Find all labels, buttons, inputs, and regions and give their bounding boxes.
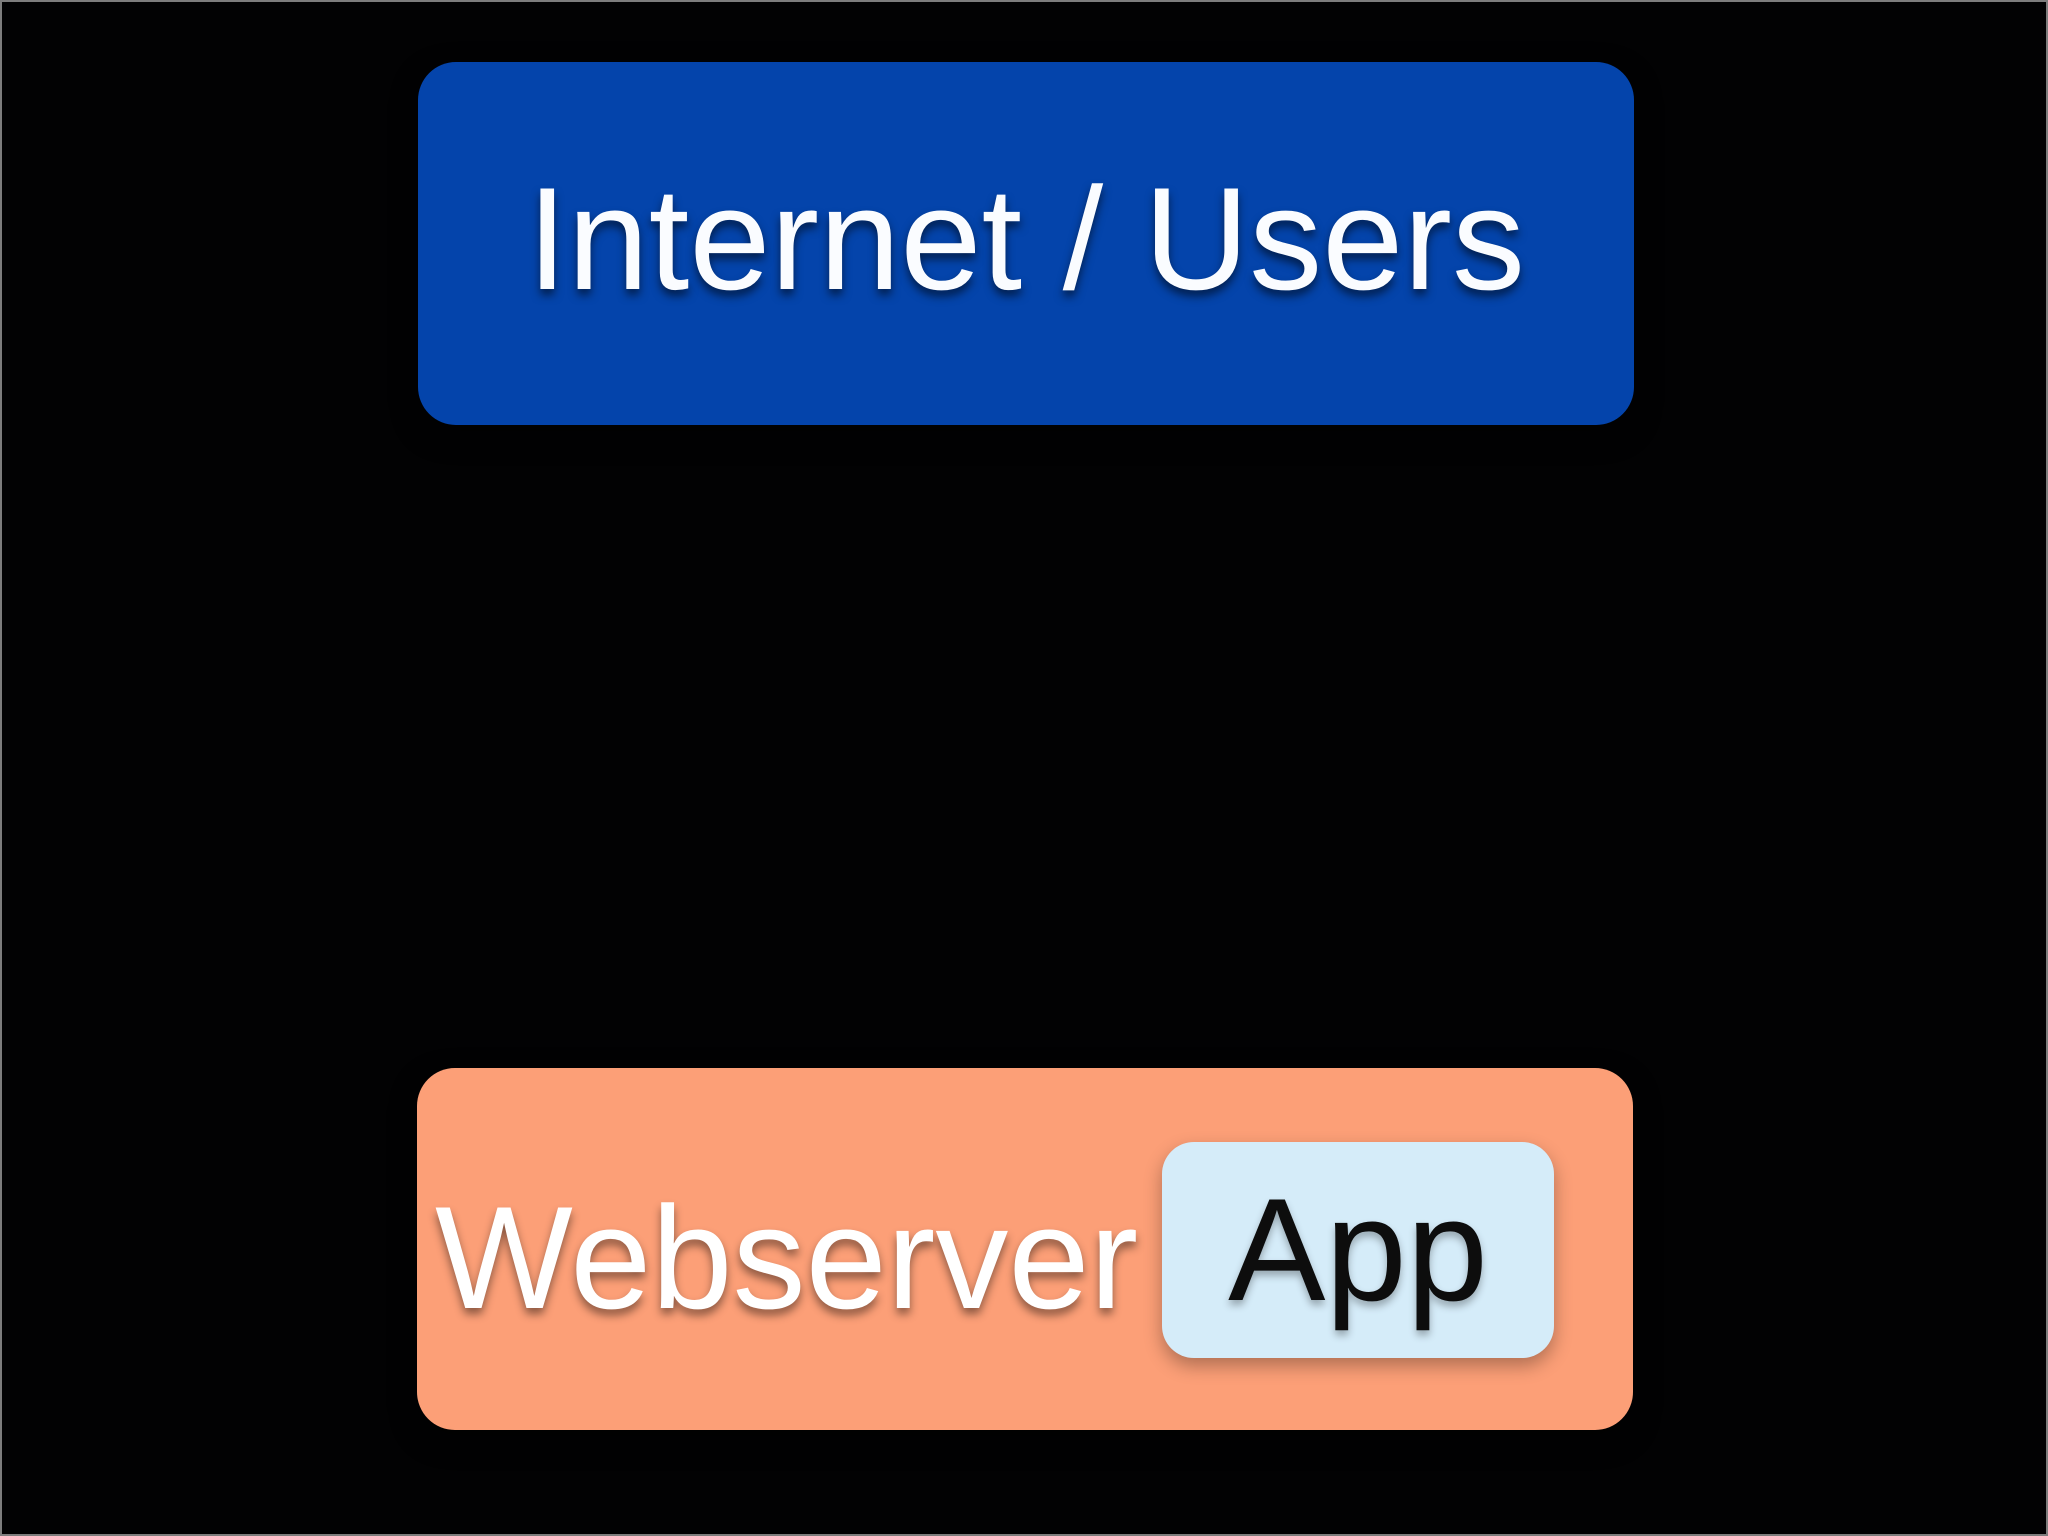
internet-users-node: Internet / Users [418,62,1634,425]
app-node: App [1162,1142,1554,1358]
app-label: App [1228,1168,1488,1331]
webserver-node: Webserver App [417,1068,1633,1430]
webserver-label: Webserver [435,1176,1139,1339]
internet-users-label: Internet / Users [526,157,1526,320]
